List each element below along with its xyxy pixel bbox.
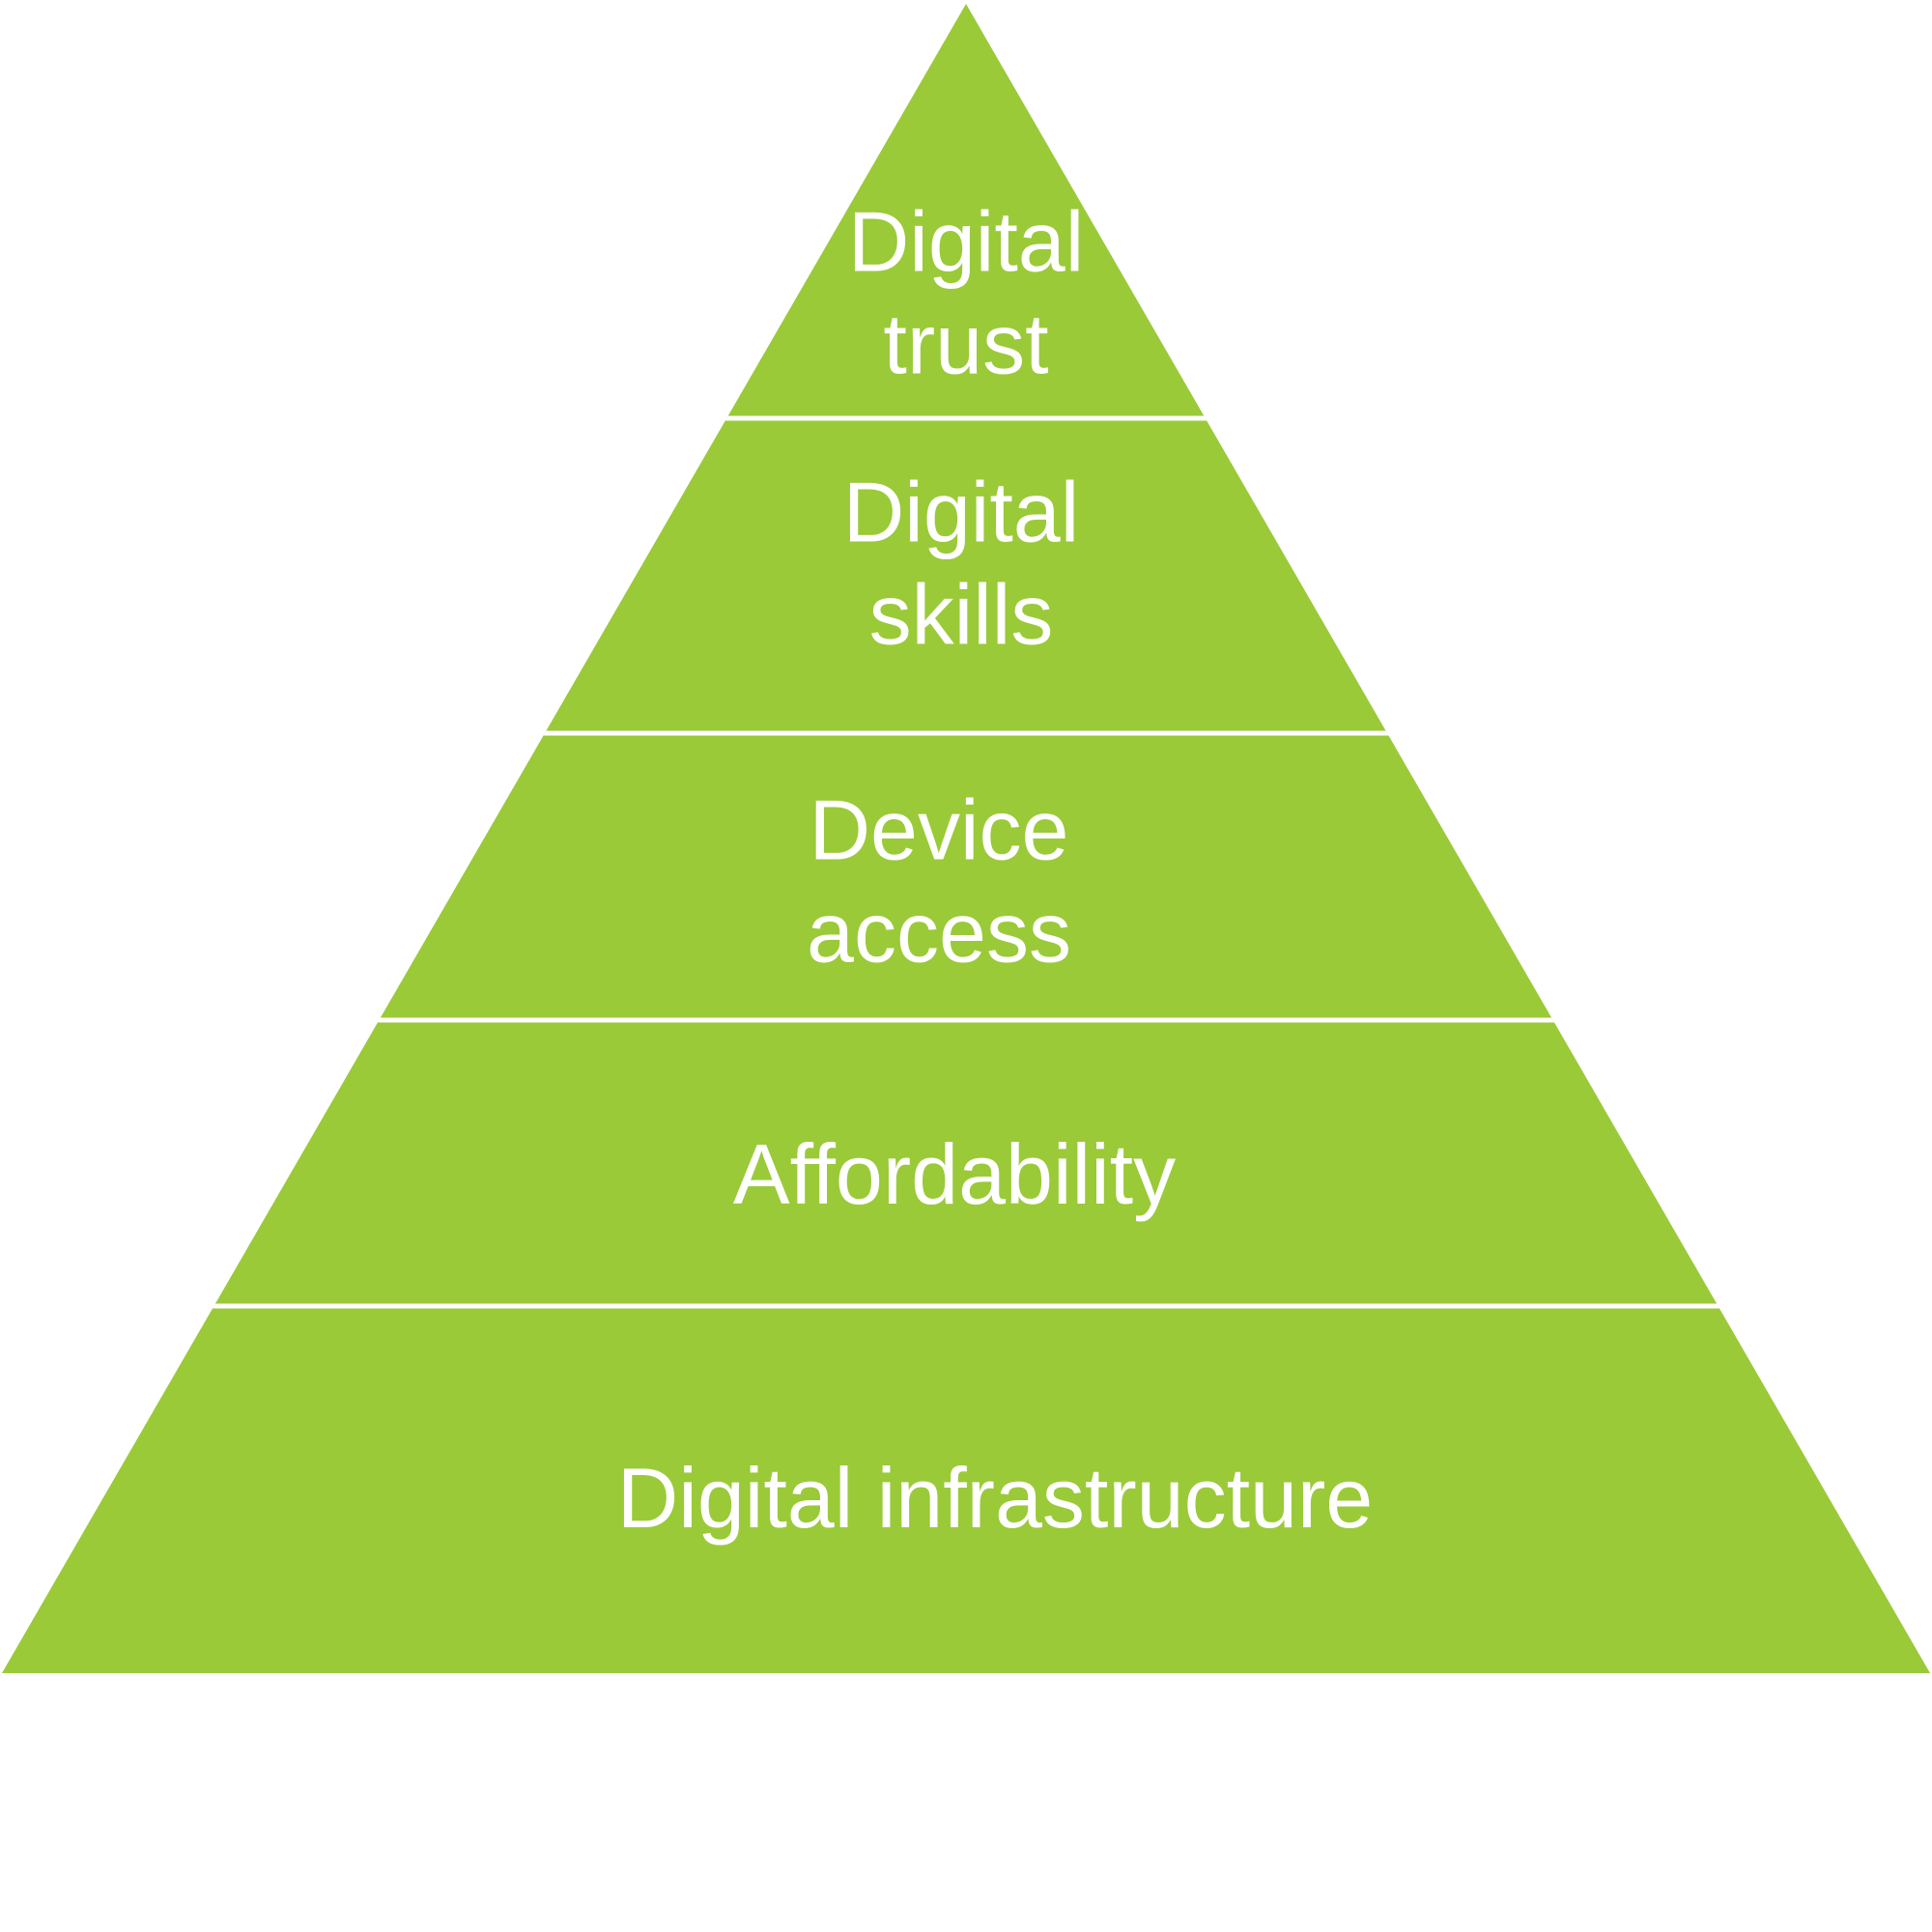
divider-device-affordability xyxy=(2,1017,1930,1023)
divider-skills-device xyxy=(2,730,1930,736)
level-dividers xyxy=(2,415,1930,1309)
pyramid-shape xyxy=(2,4,1930,1673)
divider-trust-skills xyxy=(2,415,1930,421)
divider-affordability-infrastructure xyxy=(2,1303,1930,1309)
